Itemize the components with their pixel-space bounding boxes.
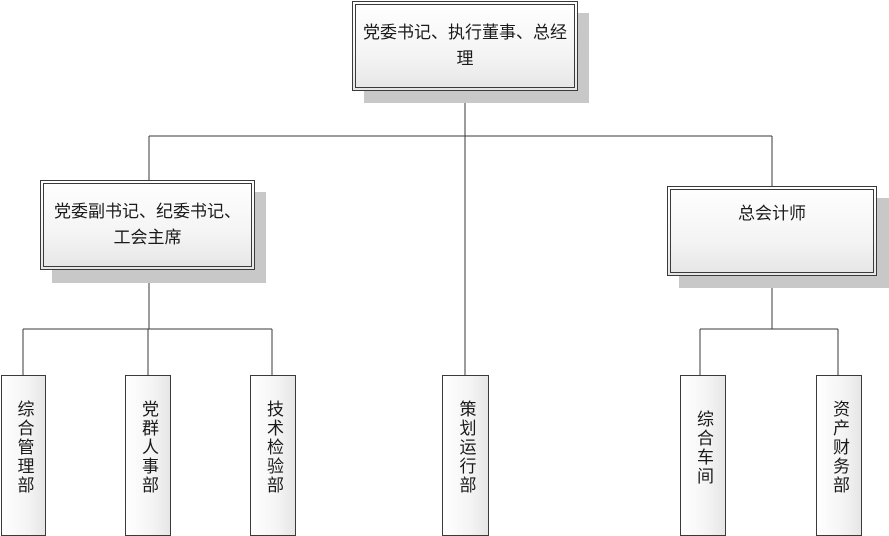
right-manager-label: 总会计师: [738, 204, 806, 224]
dept-general-workshop-label: 综合车间: [693, 410, 713, 486]
dept-tech-inspection-label: 技术检验部: [263, 400, 283, 495]
dept-planning-operations-label: 策划运行部: [455, 400, 476, 495]
dept-asset-finance-label: 资产财务部: [829, 400, 849, 495]
dept-party-hr[interactable]: 党群人事部: [125, 375, 171, 536]
dept-asset-finance[interactable]: 资产财务部: [816, 375, 862, 536]
top-executive-label: 党委书记、执行董事、总经理: [363, 23, 567, 69]
left-manager-box[interactable]: 党委副书记、纪委书记、工会主席: [40, 180, 255, 270]
top-executive-box[interactable]: 党委书记、执行董事、总经理: [352, 1, 578, 91]
left-manager-label: 党委副书记、纪委书记、工会主席: [54, 202, 241, 248]
dept-party-hr-label: 党群人事部: [138, 400, 158, 495]
dept-general-management-label: 综合管理部: [13, 400, 34, 495]
dept-general-workshop[interactable]: 综合车间: [680, 375, 726, 536]
right-manager-box[interactable]: 总会计师: [667, 186, 877, 276]
dept-tech-inspection[interactable]: 技术检验部: [250, 375, 296, 536]
dept-planning-operations[interactable]: 策划运行部: [442, 375, 489, 536]
dept-general-management[interactable]: 综合管理部: [1, 375, 46, 536]
